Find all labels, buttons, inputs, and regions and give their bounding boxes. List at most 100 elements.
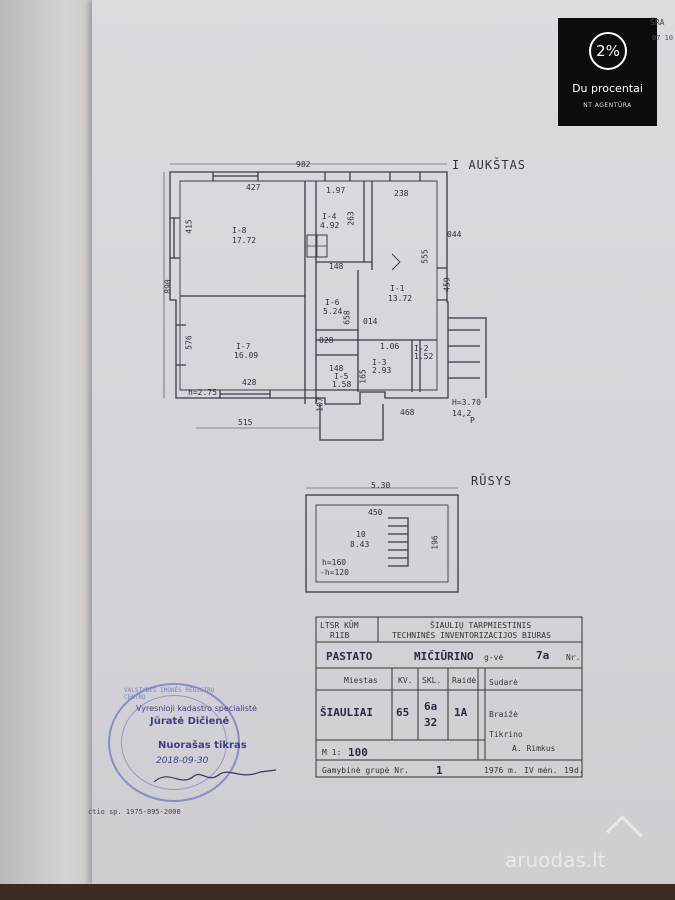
window <box>219 390 271 398</box>
skl-top: 6a <box>424 700 438 713</box>
dim-label: 148 <box>329 262 344 271</box>
dim-overall-width: 982 <box>296 160 311 169</box>
dim-label: 238 <box>394 189 409 198</box>
dim-label: 263 <box>346 211 356 226</box>
room-area: 8.43 <box>350 540 370 549</box>
signature <box>153 769 277 783</box>
outer-wall-inner <box>179 180 438 391</box>
room-id: I-8 <box>232 226 247 235</box>
group-value: 1 <box>436 764 443 777</box>
braize-label: Braižė <box>489 710 518 719</box>
dim-label: 1.97 <box>326 186 346 195</box>
scale-label: M 1: <box>322 748 342 757</box>
col-city: Miestas <box>344 676 378 685</box>
corner-text: ŠRA <box>650 18 665 27</box>
dim-label: 028 <box>319 336 334 345</box>
corner-number: 07 10 <box>652 34 674 42</box>
basement-height-2: -h=120 <box>320 568 349 577</box>
ministry-line-2: R1IB <box>330 631 350 640</box>
city-value: ŠIAULIAI <box>320 706 373 719</box>
year-suffix: m. <box>508 766 518 775</box>
dim-label: 427 <box>246 183 261 192</box>
partition-wall <box>316 354 358 391</box>
dim-overall-depth: 890 <box>163 279 173 294</box>
bureau-name-1: ŠIAULIŲ TARPMIESTINIS <box>430 621 532 630</box>
nr-label: Nr. <box>566 653 581 662</box>
dim-label: 515 <box>238 418 253 427</box>
porch <box>448 317 487 398</box>
logo-mark: 2% <box>589 32 627 70</box>
window <box>437 267 447 301</box>
outer-wall <box>169 171 449 405</box>
room-id: I-1 <box>390 284 405 293</box>
day-value: 19 <box>564 766 574 775</box>
dim-label: 576 <box>184 335 194 350</box>
room-id: 10 <box>356 530 366 539</box>
title-block-grid <box>315 616 583 778</box>
window <box>389 172 421 181</box>
stamp-certified: Nuorašas tikras <box>158 740 247 751</box>
scale-value: 100 <box>348 746 368 759</box>
dim-label: 148 <box>329 364 344 373</box>
building-label: PASTATO <box>326 650 373 663</box>
day-suffix: d. <box>574 766 584 775</box>
dim-label: 555 <box>420 249 430 264</box>
table-surface <box>0 884 675 900</box>
room-id: I-7 <box>236 342 251 351</box>
col-kv: KV. <box>398 676 413 685</box>
room-area: 1.52 <box>414 352 434 361</box>
dim-label: 468 <box>400 408 415 417</box>
dim-label: 459 <box>442 277 452 292</box>
certification-stamp: VALSTYBĖS ĮMONĖS REGISTRŲ CENTRO <box>108 683 240 802</box>
partition-wall <box>316 270 437 341</box>
underlying-page <box>0 0 110 890</box>
room-id: I-2 <box>414 344 429 353</box>
partition-wall <box>316 181 373 270</box>
room-id: I-5 <box>334 372 349 381</box>
room-id: I-6 <box>325 298 340 307</box>
stamp-title: Vyresnioji kadastro specialistė <box>136 704 257 713</box>
skl-bottom: 32 <box>424 716 438 729</box>
col-raide: Raidė <box>452 676 477 685</box>
window <box>176 324 186 366</box>
basement-title: RŪSYS <box>471 474 513 488</box>
stamp-inner-ring <box>121 695 227 790</box>
year-value: 1976 <box>484 766 504 775</box>
dim-label: 044 <box>447 230 462 239</box>
room-area: 2.93 <box>372 366 392 375</box>
basement-height: h=160 <box>322 558 347 567</box>
plan-note-2: P <box>470 416 475 425</box>
raide-value: 1A <box>454 706 468 719</box>
stair-arrow <box>391 253 401 271</box>
room-area: 17.72 <box>232 236 257 245</box>
logo-subtitle: NT AGENTŪRA <box>583 102 632 109</box>
room-area: 5.24 <box>323 307 343 316</box>
watermark: aruodas.lt <box>505 848 606 872</box>
room-area: 16.09 <box>234 351 259 360</box>
basement-inner-wall <box>315 504 449 583</box>
dim-label: 014 <box>363 317 378 326</box>
dim-label: 196 <box>430 535 440 550</box>
bureau-name-2: TECHNINĖS INVENTORIZACIJOS BIURAS <box>392 631 551 640</box>
tikrino-label: Tikrino <box>489 730 523 739</box>
partition-wall <box>357 340 421 392</box>
window <box>170 217 180 259</box>
room-id: I-4 <box>322 212 337 221</box>
basement-stairs <box>388 517 409 567</box>
street-suffix: g-vė <box>484 653 504 662</box>
stamp-ring-text: VALSTYBĖS ĮMONĖS REGISTRŲ CENTRO <box>124 687 215 701</box>
sudare-label: Sudarė <box>489 678 518 687</box>
group-label: Gamybinė grupė Nr. <box>322 766 409 775</box>
room-area: 1.58 <box>332 380 352 389</box>
window <box>324 172 351 181</box>
ceiling-height: h=2.75 <box>188 388 217 397</box>
dim-label: 107 <box>315 397 325 412</box>
dim-label: 428 <box>242 378 257 387</box>
building-number: 7a <box>536 649 550 662</box>
agency-logo: 2% Du procentai NT AGENTŪRA <box>558 18 657 126</box>
floor-title: I AUKŠTAS <box>452 158 527 172</box>
dim-label: 165 <box>358 369 368 384</box>
entrance-step <box>319 404 384 441</box>
dim-label: 5.30 <box>371 481 391 490</box>
